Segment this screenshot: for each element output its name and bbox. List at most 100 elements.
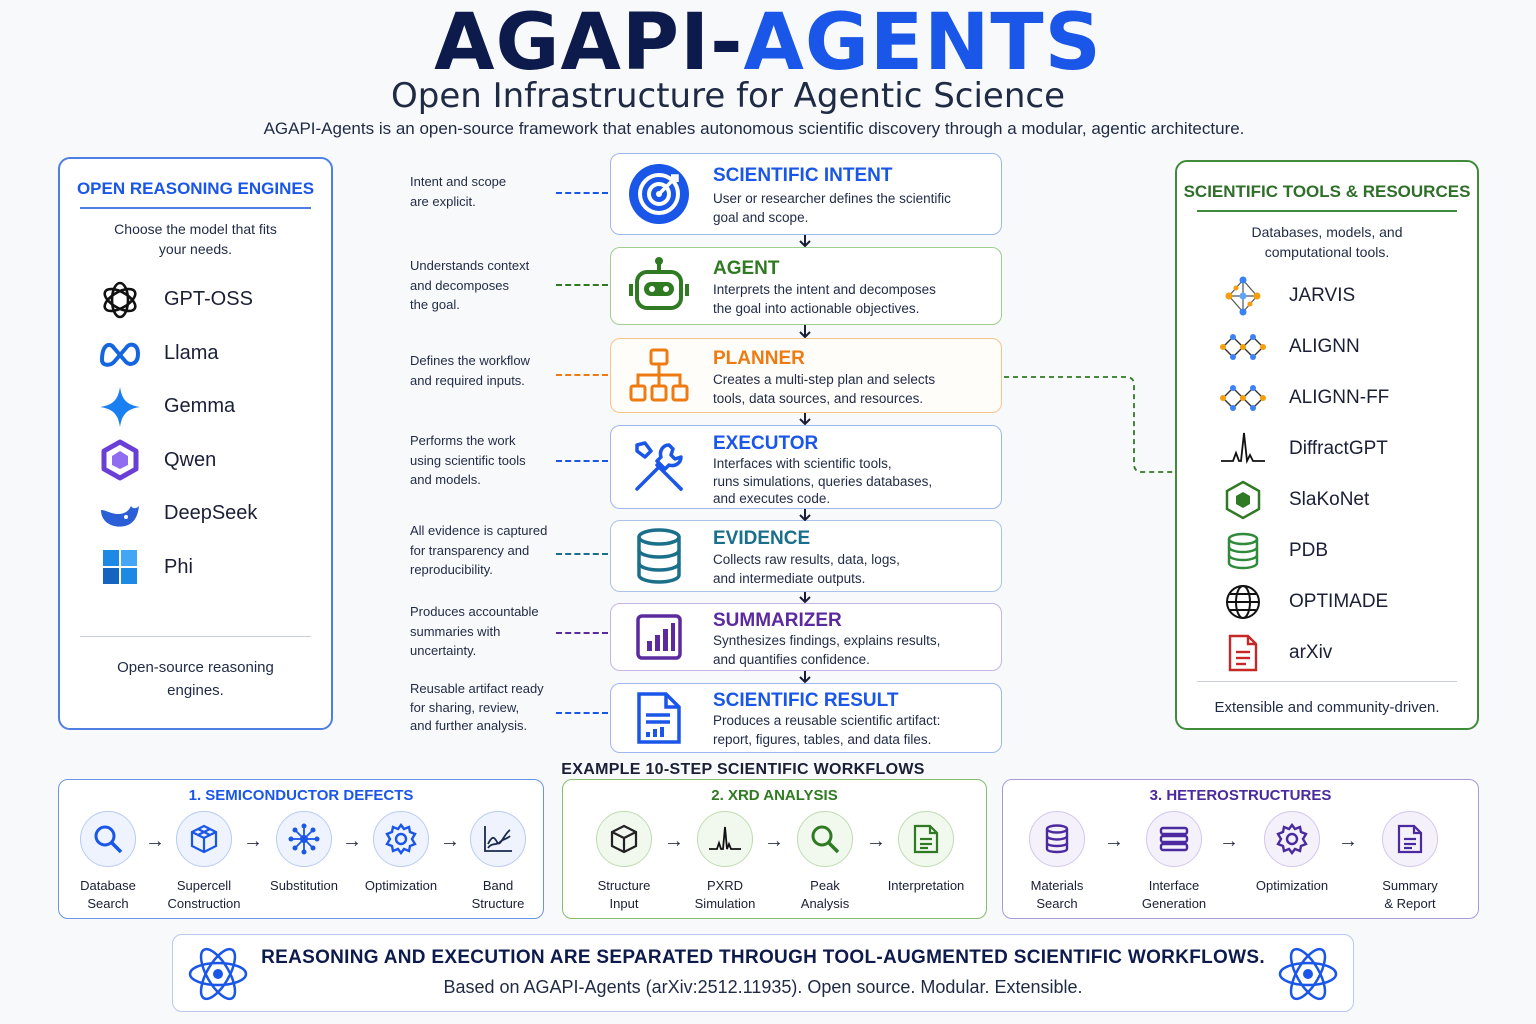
globe-icon xyxy=(1219,580,1267,624)
hexagon-cube-icon xyxy=(1219,478,1267,522)
engine-phi[interactable]: Phi xyxy=(60,541,331,595)
note-line: Defines the workflow xyxy=(410,353,530,368)
panel-footer-line: engines. xyxy=(167,682,224,699)
engine-llama[interactable]: Llama xyxy=(60,327,331,381)
label-line: Input xyxy=(609,896,639,911)
report-icon xyxy=(627,686,691,750)
graph-network-icon xyxy=(1219,325,1267,369)
step-scientific-result[interactable]: SCIENTIFIC RESULT Produces a reusable sc… xyxy=(610,683,1002,753)
note-line: reproducibility. xyxy=(410,562,493,577)
step-summarizer[interactable]: SUMMARIZER Synthesizes findings, explain… xyxy=(610,603,1002,671)
workflow-step[interactable]: Substitution xyxy=(249,811,359,895)
arrow-right-icon: → xyxy=(664,830,684,852)
step-evidence[interactable]: EVIDENCE Collects raw results, data, log… xyxy=(610,520,1002,592)
atom-icon xyxy=(1278,947,1338,1001)
engine-list: GPT-OSS Llama Gemma Qwen DeepSeek xyxy=(60,273,331,594)
divider xyxy=(1197,210,1457,212)
dashed-connector xyxy=(556,460,608,462)
arrow-right-icon: → xyxy=(440,830,460,852)
scientific-tools-panel: SCIENTIFIC TOOLS & RESOURCES Databases, … xyxy=(1175,160,1479,730)
workflow-step[interactable]: Interpretation xyxy=(871,811,981,895)
panel-subtitle-line: your needs. xyxy=(158,241,233,257)
workflow-step-label: Optimization xyxy=(346,877,456,895)
diffraction-peak-icon xyxy=(1219,427,1267,471)
engine-qwen[interactable]: Qwen xyxy=(60,434,331,488)
database-icon xyxy=(627,524,691,588)
step-description-line: Synthesizes findings, explains results, xyxy=(713,633,941,648)
workflow-title: 1. SEMICONDUCTOR DEFECTS xyxy=(188,787,414,804)
step-executor[interactable]: EXECUTOR Interfaces with scientific tool… xyxy=(610,425,1002,509)
tool-label: ALIGNN-FF xyxy=(1289,386,1390,408)
label-line: Analysis xyxy=(800,896,850,911)
label-line: Simulation xyxy=(694,896,756,911)
step-description-line: Produces a reusable scientific artifact: xyxy=(713,713,941,728)
step-description-line: Creates a multi-step plan and selects xyxy=(713,372,936,387)
panel-subtitle: Choose the model that fits your needs. xyxy=(60,219,331,259)
step-description: Interfaces with scientific tools, runs s… xyxy=(713,455,993,508)
note-line: Produces accountable xyxy=(410,604,539,619)
note-line: for transparency and xyxy=(410,542,530,558)
engine-deepseek[interactable]: DeepSeek xyxy=(60,487,331,541)
divider xyxy=(80,636,311,637)
target-icon xyxy=(627,162,691,226)
planner-tools-connector xyxy=(1004,376,1176,473)
divider xyxy=(80,207,311,209)
step-description: User or researcher defines the scientifi… xyxy=(713,189,993,227)
step-agent[interactable]: AGENT Interprets the intent and decompos… xyxy=(610,247,1002,325)
panel-subtitle-line: Choose the model that fits xyxy=(114,221,277,237)
engine-gemma[interactable]: Gemma xyxy=(60,380,331,434)
step-description-line: and intermediate outputs. xyxy=(713,571,866,586)
tool-diffractgpt[interactable]: DiffractGPT xyxy=(1177,423,1477,474)
panel-footer-line: Open-source reasoning xyxy=(117,659,274,676)
label-line: Peak xyxy=(810,878,840,893)
label-line: Materials xyxy=(1030,878,1084,893)
gemma-star-icon xyxy=(98,385,142,429)
step-title: SUMMARIZER xyxy=(713,610,842,631)
tool-slakonet[interactable]: SlaKoNet xyxy=(1177,474,1477,525)
workflows-heading: EXAMPLE 10-STEP SCIENTIFIC WORKFLOWS xyxy=(561,761,925,778)
workflow-step[interactable]: Summary& Report xyxy=(1355,811,1465,913)
bar-chart-icon xyxy=(627,605,691,669)
step-description-line: Collects raw results, data, logs, xyxy=(713,552,900,567)
tagline: AGAPI-Agents is an open-source framework… xyxy=(263,119,1245,138)
tool-alignn[interactable]: ALIGNN xyxy=(1177,321,1477,372)
engine-gpt-oss[interactable]: GPT-OSS xyxy=(60,273,331,327)
step-scientific-intent[interactable]: SCIENTIFIC INTENT User or researcher def… xyxy=(610,153,1002,235)
document-icon xyxy=(1382,811,1438,867)
label-line: Database xyxy=(80,878,136,893)
tool-optimade[interactable]: OPTIMADE xyxy=(1177,576,1477,627)
workflow-step[interactable]: Optimization xyxy=(1237,811,1347,895)
main-title: AGAPI-AGENTS xyxy=(0,2,1536,84)
tool-arxiv[interactable]: arXiv xyxy=(1177,627,1477,678)
step-title: SCIENTIFIC RESULT xyxy=(713,690,899,711)
arrow-down-icon xyxy=(799,509,811,521)
step-planner[interactable]: PLANNER Creates a multi-step plan and se… xyxy=(610,338,1002,413)
document-icon xyxy=(898,811,954,867)
panel-subtitle-line: Databases, models, and xyxy=(1251,224,1403,240)
note-line: Intent and scope xyxy=(410,174,507,189)
step-title: AGENT xyxy=(713,258,780,279)
note-executor: Performs the work using scientific tools… xyxy=(410,431,560,490)
tool-alignn-ff[interactable]: ALIGNN-FF xyxy=(1177,372,1477,423)
tool-jarvis[interactable]: JARVIS xyxy=(1177,270,1477,321)
note-line: Performs the work xyxy=(410,433,516,448)
engine-label: Qwen xyxy=(164,448,217,471)
tool-pdb[interactable]: PDB xyxy=(1177,525,1477,576)
arrow-down-icon xyxy=(799,235,811,247)
tool-list: JARVIS ALIGNN ALIGNN-FF DiffractGPT SlaK… xyxy=(1177,270,1477,678)
workflow-step[interactable]: Optimization xyxy=(346,811,456,895)
openai-icon xyxy=(98,278,142,322)
workflow-title: 3. HETEROSTRUCTURES xyxy=(1149,787,1332,804)
tool-label: ALIGNN xyxy=(1289,335,1360,357)
